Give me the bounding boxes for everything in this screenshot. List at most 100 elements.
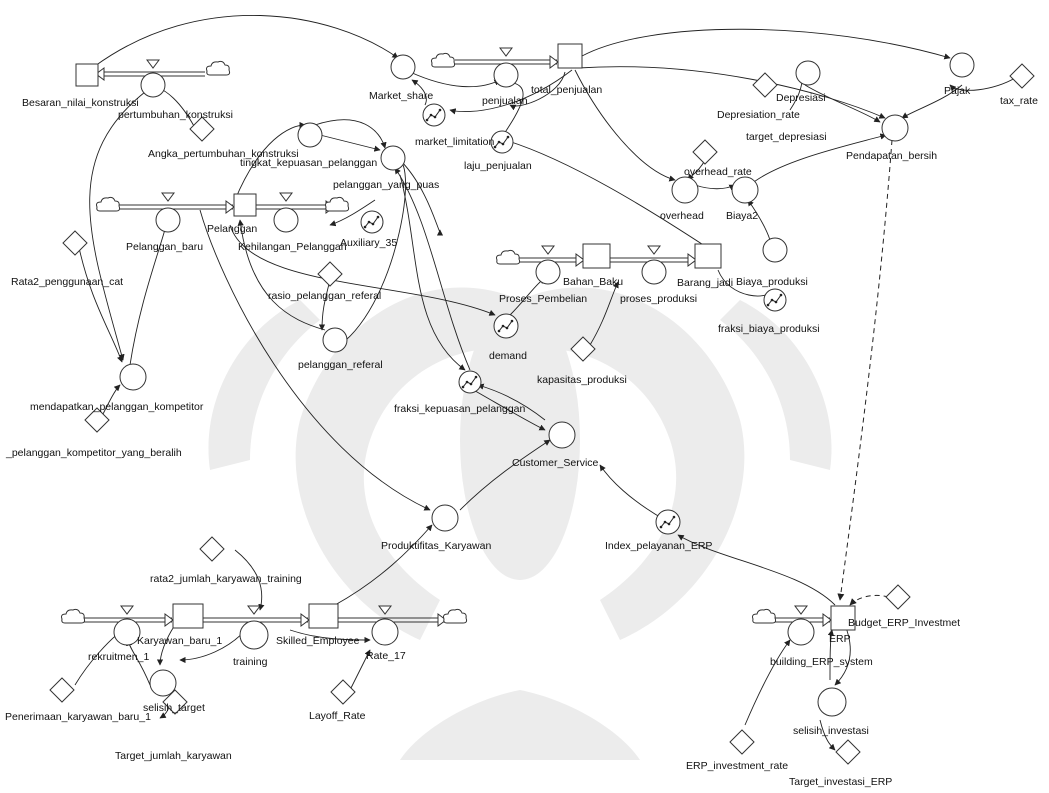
label-pelanggan-yang-puas: pelanggan_yang_puas [333, 179, 439, 191]
label-rasio-referal: rasio_pelanggan_referal [268, 290, 381, 302]
aux-selisih-investasi[interactable] [817, 687, 847, 717]
stock-total-penjualan[interactable] [557, 43, 583, 69]
label-customer-service: Customer_Service [512, 457, 599, 469]
label-market-share: Market_share [369, 90, 433, 102]
const-kapasitas-produksi[interactable] [570, 336, 596, 362]
label-rate-17: Rate_17 [366, 650, 406, 662]
aux-tingkat-kepuasan[interactable] [297, 122, 323, 148]
label-laju-penjualan: laju_penjualan [464, 160, 532, 172]
label-selisih-target: selisih_target [143, 702, 205, 714]
aux-market-share[interactable] [390, 54, 416, 80]
const-penerimaan[interactable] [49, 677, 75, 703]
const-kompetitor-beralih[interactable] [84, 407, 110, 433]
aux-rate-17[interactable] [371, 618, 399, 646]
connector-arrows [74, 14, 1016, 751]
info-link-budget [837, 139, 893, 601]
aux-pertumbuhan-konstruksi[interactable] [140, 72, 166, 98]
const-depresiation-rate[interactable] [752, 72, 778, 98]
aux-pajak[interactable] [949, 52, 975, 78]
stock-barang-jadi[interactable] [694, 243, 722, 269]
label-market-limitation: market_limitation [415, 136, 495, 148]
label-target-investasi: Target_investasi_ERP [789, 776, 892, 788]
label-pelanggan-baru: Pelanggan_baru [126, 241, 203, 253]
label-budget-erp: Budget_ERP_Investmet [848, 617, 960, 629]
label-skilled-employee: Skilled_Employee [276, 635, 360, 647]
aux-pelanggan-referal[interactable] [322, 327, 348, 353]
label-proses-pembelian: Proses_Pembelian [499, 293, 587, 305]
label-selisih-investasi: selisih_investasi [793, 725, 869, 737]
stock-besaran-nilai-konstruksi[interactable] [75, 63, 99, 87]
const-tax-rate[interactable] [1009, 63, 1035, 89]
aux-proses-produksi[interactable] [641, 259, 667, 285]
aux-pelanggan-baru[interactable] [155, 207, 181, 233]
const-rata2-training[interactable] [199, 536, 225, 562]
label-auxiliary-35: Auxiliary_35 [340, 237, 397, 249]
const-layoff-rate[interactable] [330, 679, 356, 705]
label-biaya2: Biaya2 [726, 210, 758, 222]
aux-demand[interactable] [493, 313, 519, 339]
label-penerimaan: Penerimaan_karyawan_baru_1 [5, 711, 151, 723]
const-erp-investment-rate[interactable] [729, 729, 755, 755]
label-besaran-nilai-konstruksi: Besaran_nilai_konstruksi [22, 97, 139, 109]
aux-mendapatkan-pelanggan-kompetitor[interactable] [119, 363, 147, 391]
aux-pelanggan-yang-puas[interactable] [380, 145, 406, 171]
aux-produktifitas-karyawan[interactable] [431, 504, 459, 532]
label-pelanggan: Pelanggan [207, 223, 257, 235]
aux-kehilangan-pelanggan[interactable] [273, 207, 299, 233]
aux-rekruitmen[interactable] [113, 618, 141, 646]
aux-pendapatan-bersih[interactable] [881, 114, 909, 142]
aux-overhead[interactable] [671, 176, 699, 204]
label-pendapatan-bersih: Pendapatan_bersih [846, 150, 937, 162]
aux-biaya-produksi[interactable] [762, 237, 788, 263]
auxiliaries [113, 52, 975, 717]
label-pajak: Pajak [944, 85, 971, 97]
stock-skilled-employee[interactable] [308, 603, 339, 629]
const-overhead-rate[interactable] [692, 139, 718, 165]
aux-fraksi-biaya-produksi[interactable] [763, 288, 787, 312]
label-rata2-penggunaan-cat: Rata2_penggunaan_cat [11, 276, 123, 288]
label-mendapatkan: mendapatkan_pelanggan_kompetitor [30, 401, 204, 413]
label-proses-produksi: proses_produksi [620, 293, 697, 305]
label-pertumbuhan-konstruksi: pertumbuhan_konstruksi [118, 109, 233, 121]
const-target-investasi[interactable] [835, 739, 861, 765]
label-target-depresiasi: target_depresiasi [746, 131, 827, 143]
aux-building-erp-system[interactable] [787, 618, 815, 646]
const-target-karyawan[interactable] [162, 689, 188, 715]
label-angka-pertumbuhan: Angka_pertumbuhan_konstruksi [148, 148, 299, 160]
label-target-karyawan: Target_jumlah_karyawan [115, 750, 232, 762]
label-depresiasi: Depresiasi [776, 92, 826, 104]
const-rasio-referal[interactable] [317, 261, 343, 287]
aux-customer-service[interactable] [548, 421, 576, 449]
aux-proses-pembelian[interactable] [535, 259, 561, 285]
aux-biaya2[interactable] [731, 176, 759, 204]
label-building-erp: building_ERP_system [770, 656, 873, 668]
label-overhead-rate: overhead_rate [684, 166, 752, 178]
aux-penjualan[interactable] [493, 62, 519, 88]
label-erp: ERP [829, 633, 851, 645]
stock-erp[interactable] [830, 605, 856, 631]
aux-fraksi-kepuasan[interactable] [458, 370, 482, 394]
aux-auxiliary-35[interactable] [360, 210, 384, 234]
stock-karyawan-baru[interactable] [172, 603, 204, 629]
label-kehilangan-pelanggan: Kehilangan_Pelanggan [238, 241, 347, 253]
label-index-erp: Index_pelayanan_ERP [605, 540, 712, 552]
stock-pelanggan[interactable] [233, 193, 257, 217]
label-demand: demand [489, 350, 527, 362]
label-rata2-training: rata2_jumlah_karyawan_training [150, 573, 302, 585]
const-rata2-penggunaan-cat[interactable] [62, 230, 88, 256]
aux-market-limitation[interactable] [422, 103, 446, 127]
aux-index-pelayanan-erp[interactable] [655, 509, 681, 535]
stock-bahan-baku[interactable] [582, 243, 611, 269]
label-layoff-rate: Layoff_Rate [309, 710, 366, 722]
label-karyawan-baru: Karyawan_baru_1 [137, 635, 222, 647]
const-angka-pertumbuhan[interactable] [189, 116, 215, 142]
constants [49, 63, 1035, 765]
stocks [75, 43, 856, 631]
label-kapasitas-produksi: kapasitas_produksi [537, 374, 627, 386]
aux-selisih-target[interactable] [149, 669, 177, 697]
label-total-penjualan: total_penjualan [531, 84, 602, 96]
label-pelanggan-referal: pelanggan_referal [298, 359, 383, 371]
aux-depresiasi[interactable] [795, 60, 821, 86]
aux-training[interactable] [239, 620, 269, 650]
const-budget-erp[interactable] [885, 584, 911, 610]
